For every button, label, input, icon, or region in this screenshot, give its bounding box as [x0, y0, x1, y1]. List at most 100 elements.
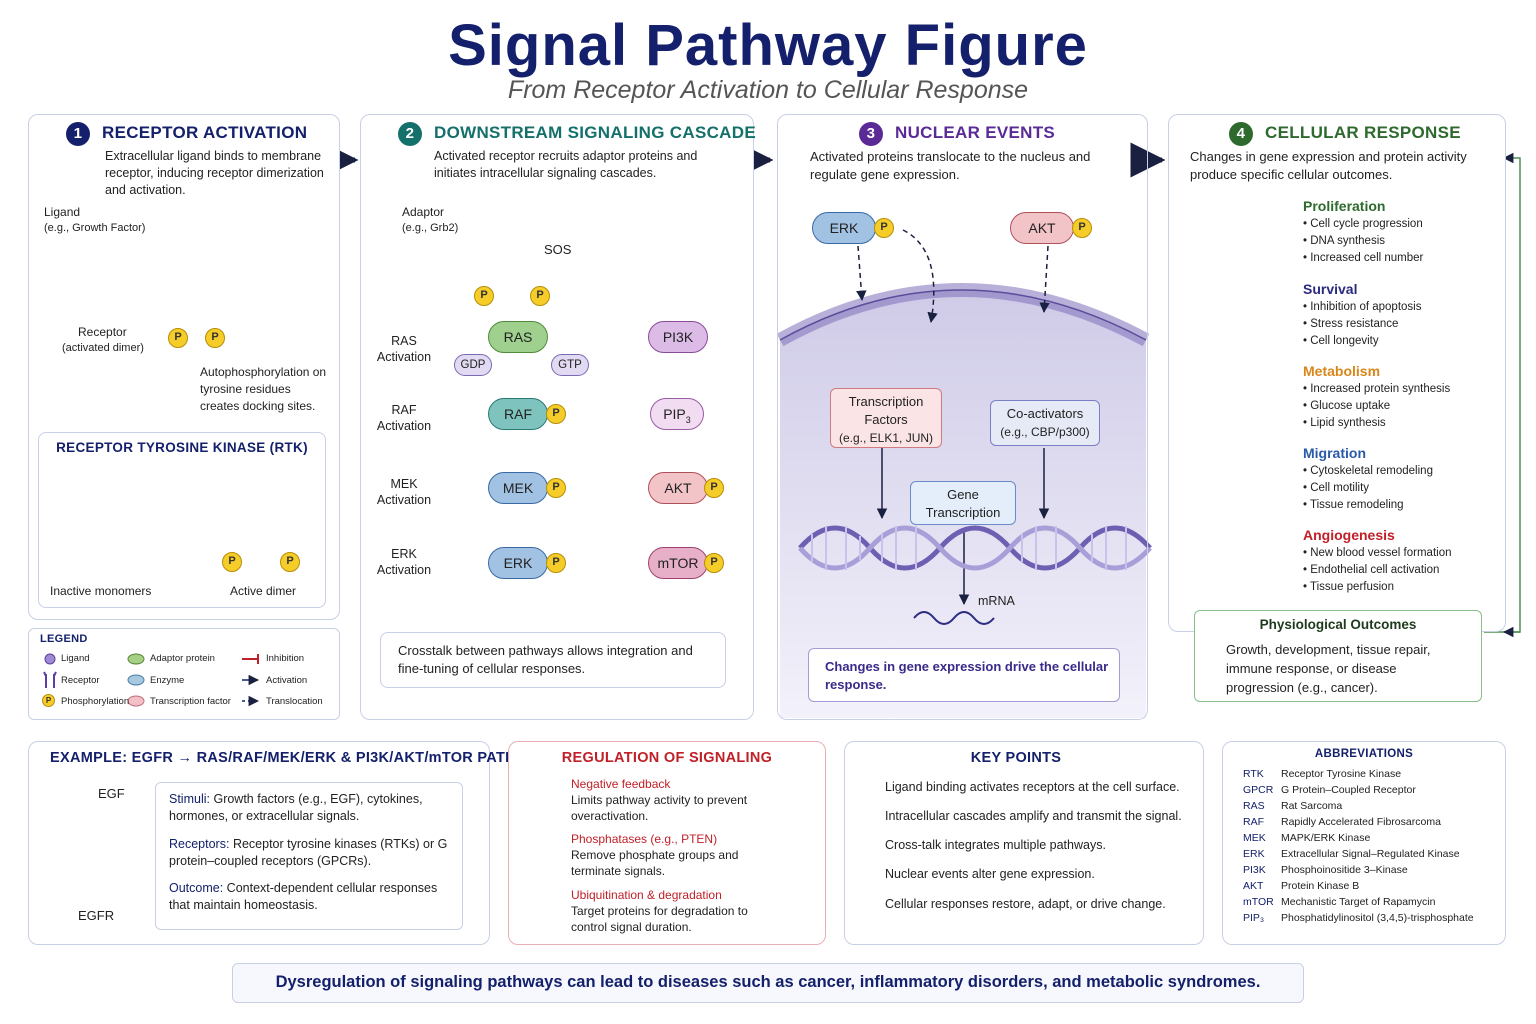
coactivators-example: (e.g., CBP/p300)	[1000, 425, 1090, 439]
outcome-item: Cell motility	[1303, 480, 1433, 497]
mtor-node: mTOR	[648, 547, 708, 579]
panel4-title-text: CELLULAR RESPONSE	[1265, 123, 1461, 142]
phosphate-badge: P	[546, 404, 566, 424]
regulation-item-desc: Remove phosphate groups and terminate si…	[571, 848, 739, 878]
egfr-label: EGFR	[78, 908, 115, 923]
legend-phosphate-icon: P	[42, 694, 55, 707]
abbrev-value: G Protein–Coupled Receptor	[1281, 784, 1416, 796]
page-subtitle: From Receptor Activation to Cellular Res…	[507, 76, 1029, 104]
phosphate-badge: P	[704, 553, 724, 573]
abbrev-key: PI3K	[1243, 864, 1266, 876]
regulation-item-desc: Target proteins for degradation to contr…	[571, 904, 748, 934]
receptors-value: Receptor tyrosine kinases (RTKs) or G pr…	[169, 837, 448, 868]
regulation-item-name: Ubiquitination & degradation	[571, 888, 722, 902]
tf-label: Transcription Factors	[848, 394, 924, 427]
abbrev-value: Rapidly Accelerated Fibrosarcoma	[1281, 816, 1441, 828]
rtk-title: RECEPTOR TYROSINE KINASE (RTK)	[56, 440, 308, 455]
stimuli-key: Stimuli:	[169, 792, 210, 806]
crosstalk-box	[380, 632, 726, 688]
regulation-panel	[508, 741, 826, 945]
step-raf-activation: RAF Activation	[376, 403, 432, 433]
step-number: 4	[1229, 122, 1253, 146]
panel1-title-text: RECEPTOR ACTIVATION	[102, 123, 308, 142]
key-points-panel	[844, 741, 1204, 945]
phosphate-badge: P	[530, 286, 550, 306]
abbreviations-panel	[1222, 741, 1506, 945]
step-erk-activation: ERK Activation	[376, 547, 432, 577]
ligand-example: (e.g., Growth Factor)	[44, 222, 146, 234]
key-point-item: Cross-talk integrates multiple pathways.	[885, 838, 1106, 852]
transcription-factors-box: Transcription Factors(e.g., ELK1, JUN)	[830, 388, 942, 448]
abbrev-value: Rat Sarcoma	[1281, 800, 1343, 812]
physiological-outcomes-title: Physiological Outcomes	[1259, 617, 1417, 632]
physiological-outcomes-text: Growth, development, tissue repair, immu…	[1226, 642, 1431, 695]
outcome-angiogenesis: Angiogenesis New blood vessel formationE…	[1303, 527, 1452, 596]
outcome-item: Stress resistance	[1303, 316, 1421, 333]
abbrev-value: Protein Kinase B	[1281, 880, 1360, 892]
panel4-description: Changes in gene expression and protein a…	[1190, 149, 1467, 182]
regulation-item-name: Negative feedback	[571, 777, 671, 791]
ligand-label: Ligand	[44, 205, 81, 219]
outcome-name: Survival	[1303, 281, 1358, 297]
legend-receptor: Receptor	[61, 675, 100, 686]
outcome-item: Inhibition of apoptosis	[1303, 299, 1421, 316]
abbrev-value: Receptor Tyrosine Kinase	[1281, 768, 1402, 780]
panel3-title: 3 NUCLEAR EVENTS	[859, 122, 1055, 146]
key-point-item: Intracellular cascades amplify and trans…	[885, 809, 1182, 823]
outcome-item: Glucose uptake	[1303, 398, 1450, 415]
erk-node: ERK	[488, 547, 548, 579]
active-dimer-label: Active dimer	[230, 584, 297, 598]
phosphate-badge: P	[546, 553, 566, 573]
step-number: 3	[859, 122, 883, 146]
legend-phosphorylation: Phosphorylation	[61, 696, 130, 707]
abbrev-value: Phosphatidylinositol (3,4,5)-trisphospha…	[1281, 912, 1474, 924]
outcome-name: Migration	[1303, 445, 1366, 461]
abbreviations-title: ABBREVIATIONS	[1314, 748, 1414, 760]
legend-enzyme: Enzyme	[150, 675, 185, 686]
phosphate-badge: P	[704, 478, 724, 498]
step-mek-activation: MEK Activation	[376, 477, 432, 507]
abbrev-key: AKT	[1243, 880, 1264, 892]
outcome-survival: Survival Inhibition of apoptosisStress r…	[1303, 281, 1421, 350]
example-panel	[28, 741, 490, 945]
legend-tf: Transcription factor	[150, 696, 231, 707]
autophosphorylation-note: Autophosphorylation on tyrosine residues…	[200, 365, 327, 413]
gtp-node: GTP	[551, 354, 589, 376]
abbrev-key: mTOR	[1243, 896, 1274, 908]
raf-node: RAF	[488, 398, 548, 430]
step-ras-activation: RAS Activation	[376, 334, 432, 364]
legend-activation: Activation	[266, 675, 308, 686]
panel3-title-text: NUCLEAR EVENTS	[895, 123, 1056, 142]
stimuli-value: Growth factors (e.g., EGF), cytokines, h…	[169, 792, 423, 823]
key-points-title: KEY POINTS	[970, 750, 1062, 766]
regulation-title: REGULATION OF SIGNALING	[561, 750, 773, 766]
footer-box	[232, 963, 1304, 1003]
akt-nuclear-node: AKT	[1010, 212, 1074, 244]
abbrev-item: GPCR G Protein–Coupled Receptor	[1243, 784, 1416, 796]
phosphate-badge: P	[205, 328, 225, 348]
phosphate-badge: P	[168, 328, 188, 348]
example-outcome: Outcome: Context-dependent cellular resp…	[169, 880, 459, 914]
outcome-metabolism: Metabolism Increased protein synthesisGl…	[1303, 363, 1450, 432]
example-stimuli: Stimuli: Growth factors (e.g., EGF), cyt…	[169, 791, 459, 825]
gene-expression-note: Changes in gene expression drive the cel…	[825, 659, 1109, 692]
abbrev-key: GPCR	[1243, 784, 1274, 796]
outcome-proliferation: Proliferation Cell cycle progressionDNA …	[1303, 198, 1423, 267]
example-receptors: Receptors: Receptor tyrosine kinases (RT…	[169, 836, 459, 870]
coactivators-box: Co-activators(e.g., CBP/p300)	[990, 400, 1100, 446]
panel2-description: Activated receptor recruits adaptor prot…	[434, 149, 698, 180]
outcome-key: Outcome:	[169, 881, 224, 895]
abbrev-value: MAPK/ERK Kinase	[1281, 832, 1371, 844]
panel-nuclear-events	[777, 114, 1148, 720]
regulation-item-name: Phosphatases (e.g., PTEN)	[571, 832, 718, 846]
panel2-title-text: DOWNSTREAM SIGNALING CASCADE	[434, 123, 756, 142]
outcome-item: Endothelial cell activation	[1303, 562, 1452, 579]
key-point-item: Cellular responses restore, adapt, or dr…	[885, 897, 1166, 911]
legend-title: LEGEND	[40, 633, 88, 645]
